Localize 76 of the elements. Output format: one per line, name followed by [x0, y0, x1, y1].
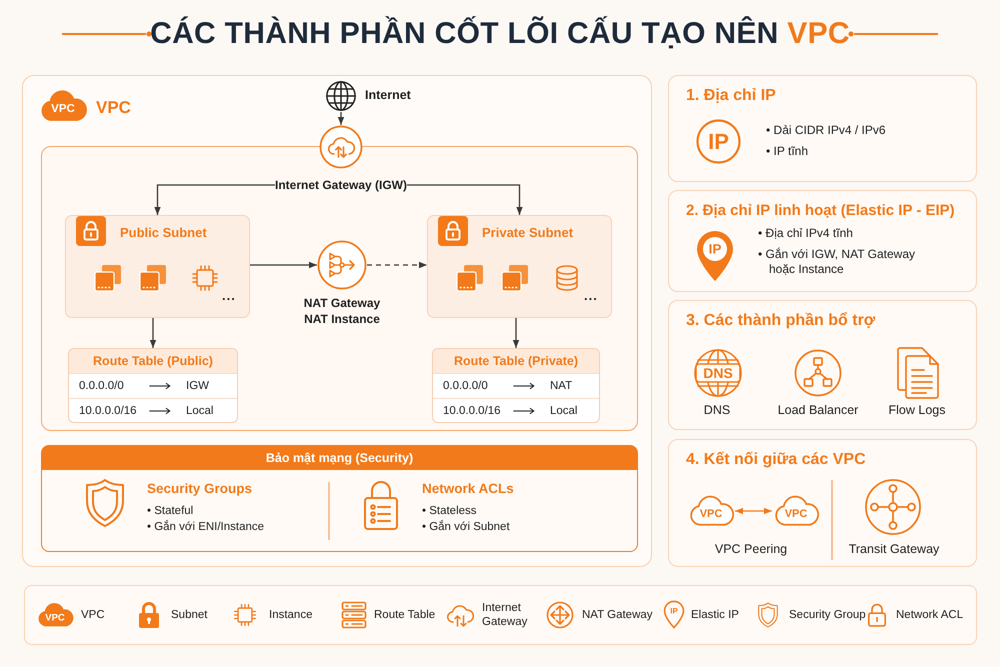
- page-title: CÁC THÀNH PHẦN CỐT LÕI CẤU TẠO NÊN VPC: [150, 15, 850, 52]
- legend-label: Instance: [269, 608, 312, 622]
- icon-label: VPC: [700, 508, 722, 520]
- double-arrow: [735, 508, 772, 514]
- legend-label: Internet Gateway: [482, 601, 528, 629]
- legend-label: Network ACL: [896, 608, 964, 622]
- list-item: • Gắn với IGW, NAT Gateway hoặc Instance: [758, 247, 916, 277]
- legend-label: Route Table: [374, 608, 436, 622]
- legend-label: Subnet: [171, 608, 208, 622]
- arrow: [407, 184, 523, 215]
- card-title: 1. Địa chỉ IP: [686, 87, 776, 105]
- info-card: [668, 439, 977, 567]
- legend-label: VPC: [81, 608, 105, 622]
- card-title: 4. Kết nối giữa các VPC: [686, 451, 866, 469]
- node-label: Internet Gateway (IGW): [274, 178, 408, 192]
- arrow: [367, 262, 427, 268]
- icon-label: VPC: [784, 508, 808, 520]
- icon-caption: Load Balancer: [778, 403, 858, 417]
- icon-label: VPC: [51, 103, 75, 116]
- section-title: Network ACLs: [422, 481, 514, 496]
- icon-caption: VPC Peering: [714, 542, 788, 556]
- route-target: Local: [186, 404, 214, 418]
- ellipsis-text: ...: [222, 288, 236, 303]
- route-target: NAT: [550, 379, 572, 393]
- route-destination: 0.0.0.0/0: [443, 379, 488, 393]
- route-target: Local: [550, 404, 578, 418]
- list-item: • Địa chỉ IPv4 tĩnh: [758, 226, 853, 241]
- node-label: Internet: [365, 88, 411, 102]
- list-item: • Gắn với ENI/Instance: [147, 520, 264, 534]
- icon-label: VPC: [45, 612, 65, 624]
- panel-title: VPC: [96, 98, 131, 118]
- route-table: [68, 348, 238, 423]
- route-destination: 0.0.0.0/0: [79, 379, 124, 393]
- table-header: Route Table (Private): [433, 349, 599, 373]
- ellipsis-text: ...: [584, 288, 598, 303]
- info-card: [668, 190, 977, 292]
- card-title: 2. Địa chỉ IP linh hoạt (Elastic IP - EIP): [686, 202, 955, 219]
- security-panel: [41, 445, 638, 552]
- list-item: • IP tĩnh: [766, 144, 808, 159]
- card-title: Public Subnet: [120, 225, 207, 240]
- list-item: • Stateful: [147, 504, 194, 518]
- icon-caption: Flow Logs: [888, 403, 946, 417]
- node-label: NAT Gateway: [304, 296, 380, 310]
- route-destination: 10.0.0.0/16: [79, 404, 137, 418]
- section-title: Security Groups: [147, 481, 252, 496]
- table-header: Route Table (Public): [69, 349, 237, 373]
- list-item: • Dải CIDR IPv4 / IPv6: [766, 123, 886, 138]
- arrow: [338, 112, 344, 125]
- node-label: NAT Instance: [304, 312, 380, 326]
- list-item: • Gắn với Subnet: [422, 520, 510, 534]
- info-card: [668, 300, 977, 430]
- list-item: • Stateless: [422, 504, 477, 518]
- icon-label: DNS: [703, 365, 733, 381]
- subnet-card: [65, 215, 250, 318]
- card-title: 3. Các thành phần bổ trợ: [686, 312, 876, 330]
- subnet-card: [427, 215, 612, 318]
- arrow: [512, 318, 520, 348]
- icon-caption: Transit Gateway: [848, 542, 940, 556]
- icon-label: IP: [708, 241, 722, 256]
- frame-panel: [41, 146, 638, 431]
- route-destination: 10.0.0.0/16: [443, 404, 501, 418]
- arrow: [150, 318, 156, 348]
- route-target: IGW: [186, 379, 209, 393]
- icon-label: IP: [670, 606, 678, 616]
- legend-label: Elastic IP: [691, 608, 739, 622]
- arrow: [250, 262, 317, 268]
- route-table: [432, 348, 600, 423]
- legend-label: Security Group: [789, 608, 866, 622]
- info-card: [668, 75, 977, 182]
- card-title: Private Subnet: [482, 225, 574, 240]
- legend-label: NAT Gateway: [582, 608, 653, 622]
- icon-label: IP: [708, 128, 729, 154]
- vpc-panel: [22, 75, 652, 567]
- arrow: [154, 184, 275, 215]
- icon-caption: DNS: [704, 403, 730, 417]
- panel-header: Bảo mật mạng (Security): [42, 446, 637, 470]
